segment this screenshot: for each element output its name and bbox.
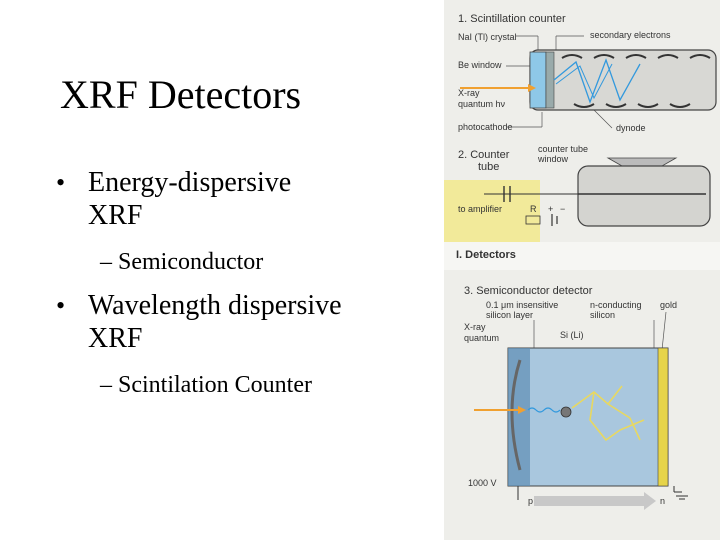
bullet-marker: • [56, 168, 66, 197]
insensitive-label: 0.1 μm insensitive [486, 300, 558, 310]
counter-window-label: counter tube [538, 144, 588, 154]
insensitive-label-2: silicon layer [486, 310, 533, 320]
electron-tracks [553, 58, 641, 104]
secondary-electrons-label: secondary electrons [590, 30, 671, 40]
nai-crystal [529, 51, 547, 109]
bullet-energy-dispersive: • Energy-dispersive XRF [56, 166, 348, 232]
counter-tube [577, 165, 711, 227]
n-conducting-label: n-conducting [590, 300, 642, 310]
absorption-point [560, 406, 572, 418]
voltage-label: 1000 V [468, 478, 497, 488]
bullet-wavelength-dispersive: • Wavelength dispersive XRF [56, 289, 348, 355]
p-label: p [528, 496, 533, 506]
be-window-label: Be window [458, 60, 502, 70]
panel1-heading: 1. Scintillation counter [458, 13, 566, 25]
charge-tracks [571, 385, 645, 442]
detector-diagram: 1. Scintillation counter NaI (Tl) crysta… [444, 0, 720, 540]
panel2-heading-2: tube [478, 161, 499, 173]
resistor-label: R [530, 204, 537, 214]
photocathode-label: photocathode [458, 122, 513, 132]
counter-window-label-2: window [537, 154, 569, 164]
panel2-yellow-band [444, 180, 540, 242]
pmt-tube [529, 49, 717, 111]
quantum-label-3: quantum [464, 333, 499, 343]
photocathode [545, 51, 555, 109]
gold-label: gold [660, 300, 677, 310]
resistor [525, 215, 541, 225]
dynode-label: dynode [616, 123, 646, 133]
dynodes-top [561, 54, 711, 59]
minus-label: − [560, 204, 565, 214]
xray-label-3: X-ray [464, 322, 486, 332]
panel2-heading: 2. Counter [458, 149, 510, 161]
n-conducting-label-2: silicon [590, 310, 615, 320]
bullet-text: Wavelength dispersive XRF [88, 290, 342, 354]
panel3-heading: 3. Semiconductor detector [464, 285, 593, 297]
n-label: n [660, 496, 665, 506]
xray-label: X-ray [458, 88, 480, 98]
section-label: I. Detectors [456, 249, 516, 261]
crystal-label: NaI (Tl) crystal [458, 32, 517, 42]
sub-bullet-semiconductor: – Semiconductor [100, 249, 264, 275]
detector-figure: 1. Scintillation counter NaI (Tl) crysta… [444, 0, 720, 540]
quantum-label: quantum hν [458, 99, 506, 109]
sub-bullet-scintillation: – Scintilation Counter [100, 372, 312, 398]
dynodes-bottom [573, 103, 691, 108]
bullet-text: Energy-dispersive XRF [88, 167, 292, 231]
plus-label: + [548, 204, 553, 214]
slide-title: XRF Detectors [60, 72, 302, 117]
amplifier-label: to amplifier [458, 204, 502, 214]
si-li-crystal [507, 347, 669, 487]
si-li-label: Si (Li) [560, 330, 584, 340]
gold-layer [657, 347, 669, 487]
field-arrow [534, 496, 644, 506]
bullet-marker: • [56, 291, 66, 320]
